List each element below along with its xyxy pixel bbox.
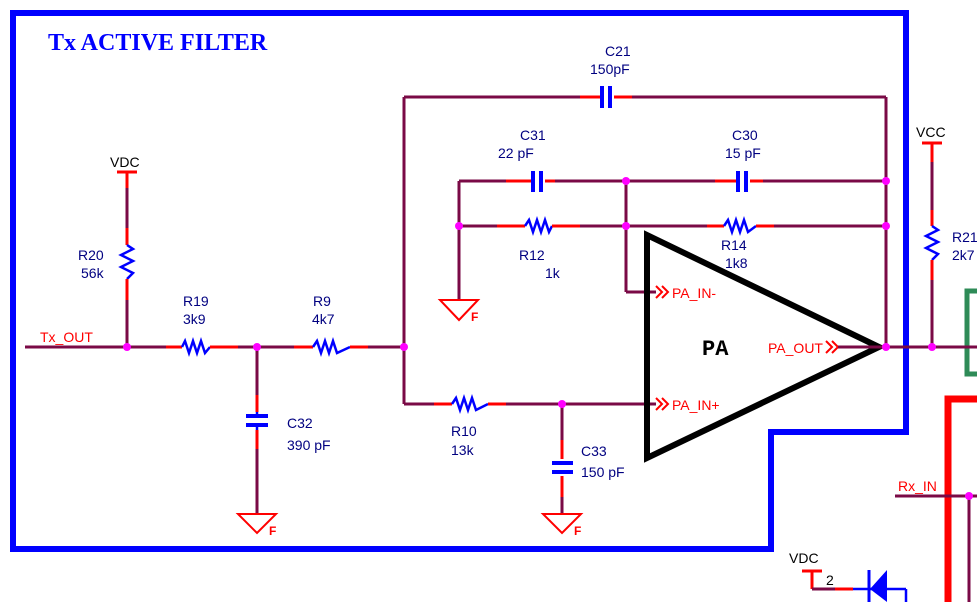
power-label-vdc-bottom: VDC [789, 550, 819, 566]
ground-symbol-c33 [540, 513, 584, 535]
net-label-rx-in: Rx_IN [898, 478, 937, 494]
r20-ref: R20 [78, 247, 104, 263]
ground-label-c33: F [574, 524, 581, 538]
connector-outline [964, 288, 977, 377]
c21-value: 150pF [590, 61, 630, 77]
power-label-vdc: VDC [110, 154, 140, 170]
pin-number: 2 [826, 572, 834, 588]
c31-ref: C31 [520, 127, 546, 143]
pin-label-pa-out: PA_OUT [768, 340, 823, 356]
r12-resistor [523, 216, 554, 236]
diode-vdc [802, 569, 908, 602]
c32-ref: C32 [287, 415, 313, 431]
r9-ref: R9 [313, 293, 331, 309]
input-network [25, 170, 404, 535]
amplifier-label: PA [702, 337, 729, 362]
r14-resistor [722, 216, 757, 236]
r9-value: 4k7 [312, 311, 335, 327]
ground-label-c32: F [269, 524, 276, 538]
diode-icon [870, 570, 887, 602]
power-amplifier [644, 230, 886, 463]
r14-value: 1k8 [725, 255, 748, 271]
r21-resistor [923, 224, 941, 261]
r19-resistor [180, 337, 211, 357]
r9-resistor [311, 337, 351, 357]
junctions [123, 177, 973, 500]
r12-ref: R12 [519, 247, 545, 263]
c30-ref: C30 [732, 127, 758, 143]
r12-value: 1k [545, 265, 561, 281]
power-label-vcc: VCC [916, 124, 946, 140]
ground-label-r12: F [471, 310, 478, 324]
r10-value: 13k [451, 442, 475, 458]
r10-resistor [450, 394, 489, 414]
r19-value: 3k9 [183, 311, 206, 327]
rx-block-frame [944, 395, 977, 602]
tx-filter-frame [10, 10, 909, 552]
net-label-tx-out: Tx_OUT [40, 329, 93, 345]
c33-ref: C33 [581, 443, 607, 459]
r21-ref: R21 [952, 229, 977, 245]
c30-value: 15 pF [725, 145, 761, 161]
r14-ref: R14 [721, 237, 747, 253]
c33-value: 150 pF [581, 464, 625, 480]
r20-value: 56k [81, 265, 105, 281]
c31-value: 22 pF [498, 145, 534, 161]
block-title: Tx ACTIVE FILTER [48, 30, 268, 56]
r19-ref: R19 [183, 293, 209, 309]
rx-input [895, 494, 977, 602]
ground-symbol-r12 [437, 299, 481, 322]
pin-label-pa-in-minus: PA_IN- [672, 285, 716, 301]
r21-pullup [922, 141, 942, 347]
c32-value: 390 pF [287, 437, 331, 453]
r21-value: 2k7 [952, 247, 975, 263]
pin-label-pa-in-plus: PA_IN+ [672, 397, 720, 413]
ground-symbol-c32 [235, 513, 279, 535]
r10-ref: R10 [451, 423, 477, 439]
r20-resistor [118, 243, 136, 280]
c21-ref: C21 [605, 43, 631, 59]
